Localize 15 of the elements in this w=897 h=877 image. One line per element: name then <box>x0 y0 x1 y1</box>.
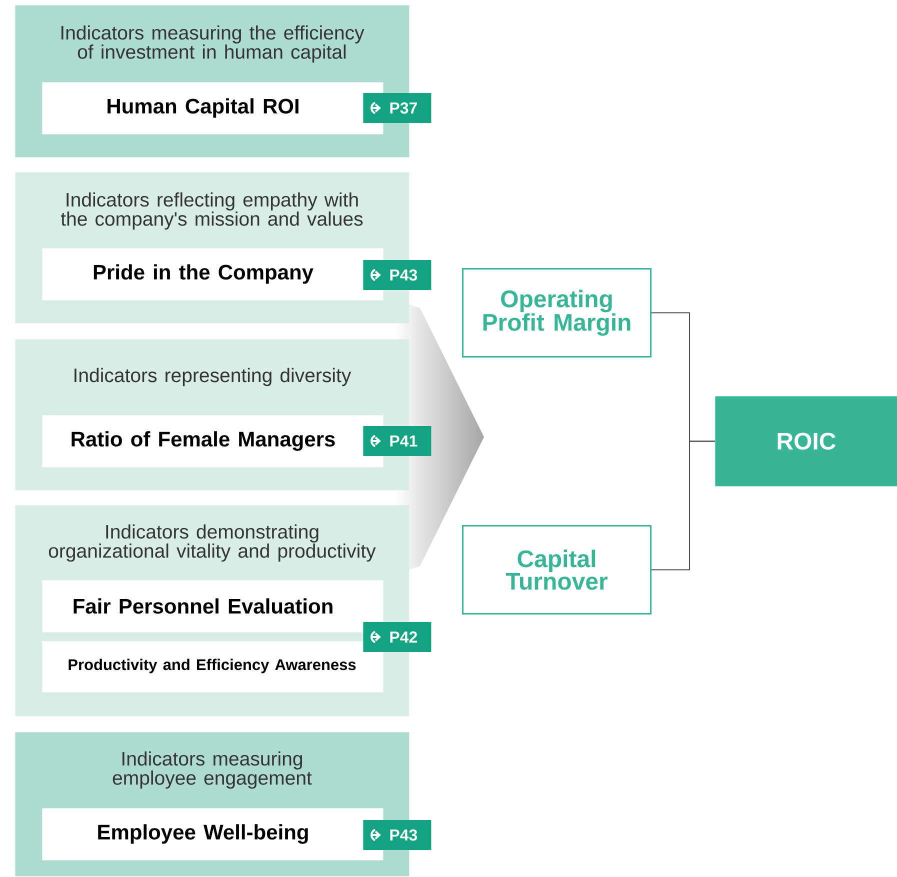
page-reference-badge: P42 <box>363 622 432 652</box>
page-reference-badge: P43 <box>363 260 432 290</box>
metric-box: Operating Profit Margin <box>462 268 652 358</box>
connector-line <box>651 440 716 570</box>
result-box: ROIC <box>715 396 897 486</box>
page-reference-badge: P37 <box>363 93 432 123</box>
indicator-box: Productivity and Efficiency Awareness <box>42 641 384 692</box>
metric-box: Capital Turnover <box>462 525 652 614</box>
indicator-box: Fair Personnel Evaluation <box>42 580 384 632</box>
page-reference-badge: P43 <box>363 820 432 850</box>
page-reference-badge: P41 <box>363 426 432 456</box>
indicator-box: Employee Well-being <box>42 808 384 860</box>
indicator-box: Human Capital ROI <box>42 82 384 134</box>
indicator-box: Pride in the Company <box>42 248 384 300</box>
indicator-box: Ratio of Female Managers <box>42 415 384 468</box>
